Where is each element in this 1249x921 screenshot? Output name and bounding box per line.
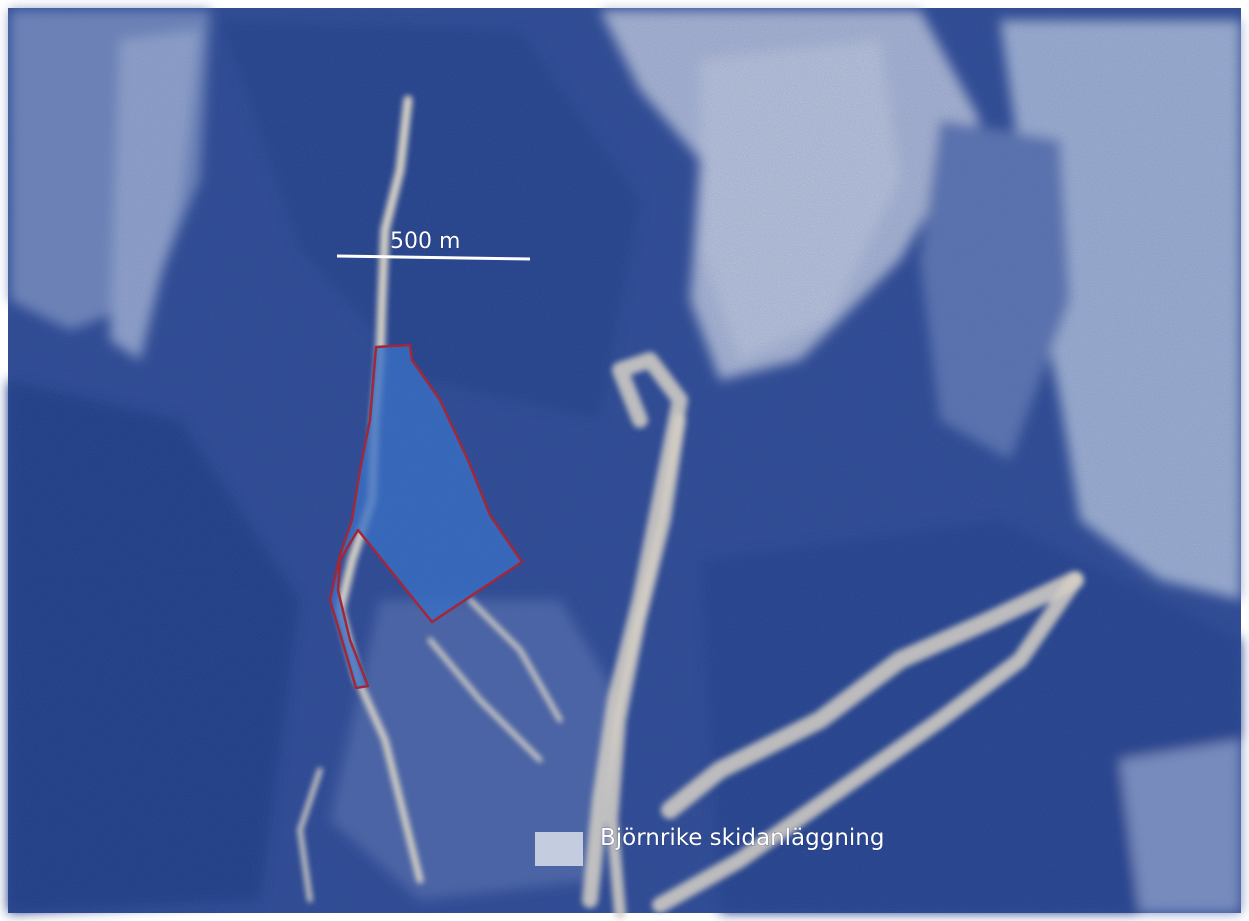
ski-slope-central	[606, 414, 686, 919]
place-label-ski-resort: Björnrike skidanläggning	[600, 825, 884, 851]
terrain-texture	[8, 8, 1241, 913]
village-lane-3	[297, 767, 323, 903]
ski-lodge[interactable]	[535, 832, 583, 866]
village-road	[354, 676, 424, 884]
village-lane-2	[427, 637, 543, 763]
highlighted-area[interactable]	[328, 343, 524, 690]
ski-slope-northeast	[661, 571, 1084, 819]
ski-slope-loop	[582, 352, 688, 908]
village-lane-1	[467, 597, 563, 723]
scale-bar-label: 500 m	[390, 229, 460, 254]
ski-slope-east	[652, 572, 1083, 913]
scale-bar	[336, 254, 531, 261]
trails-layer	[297, 95, 1084, 919]
